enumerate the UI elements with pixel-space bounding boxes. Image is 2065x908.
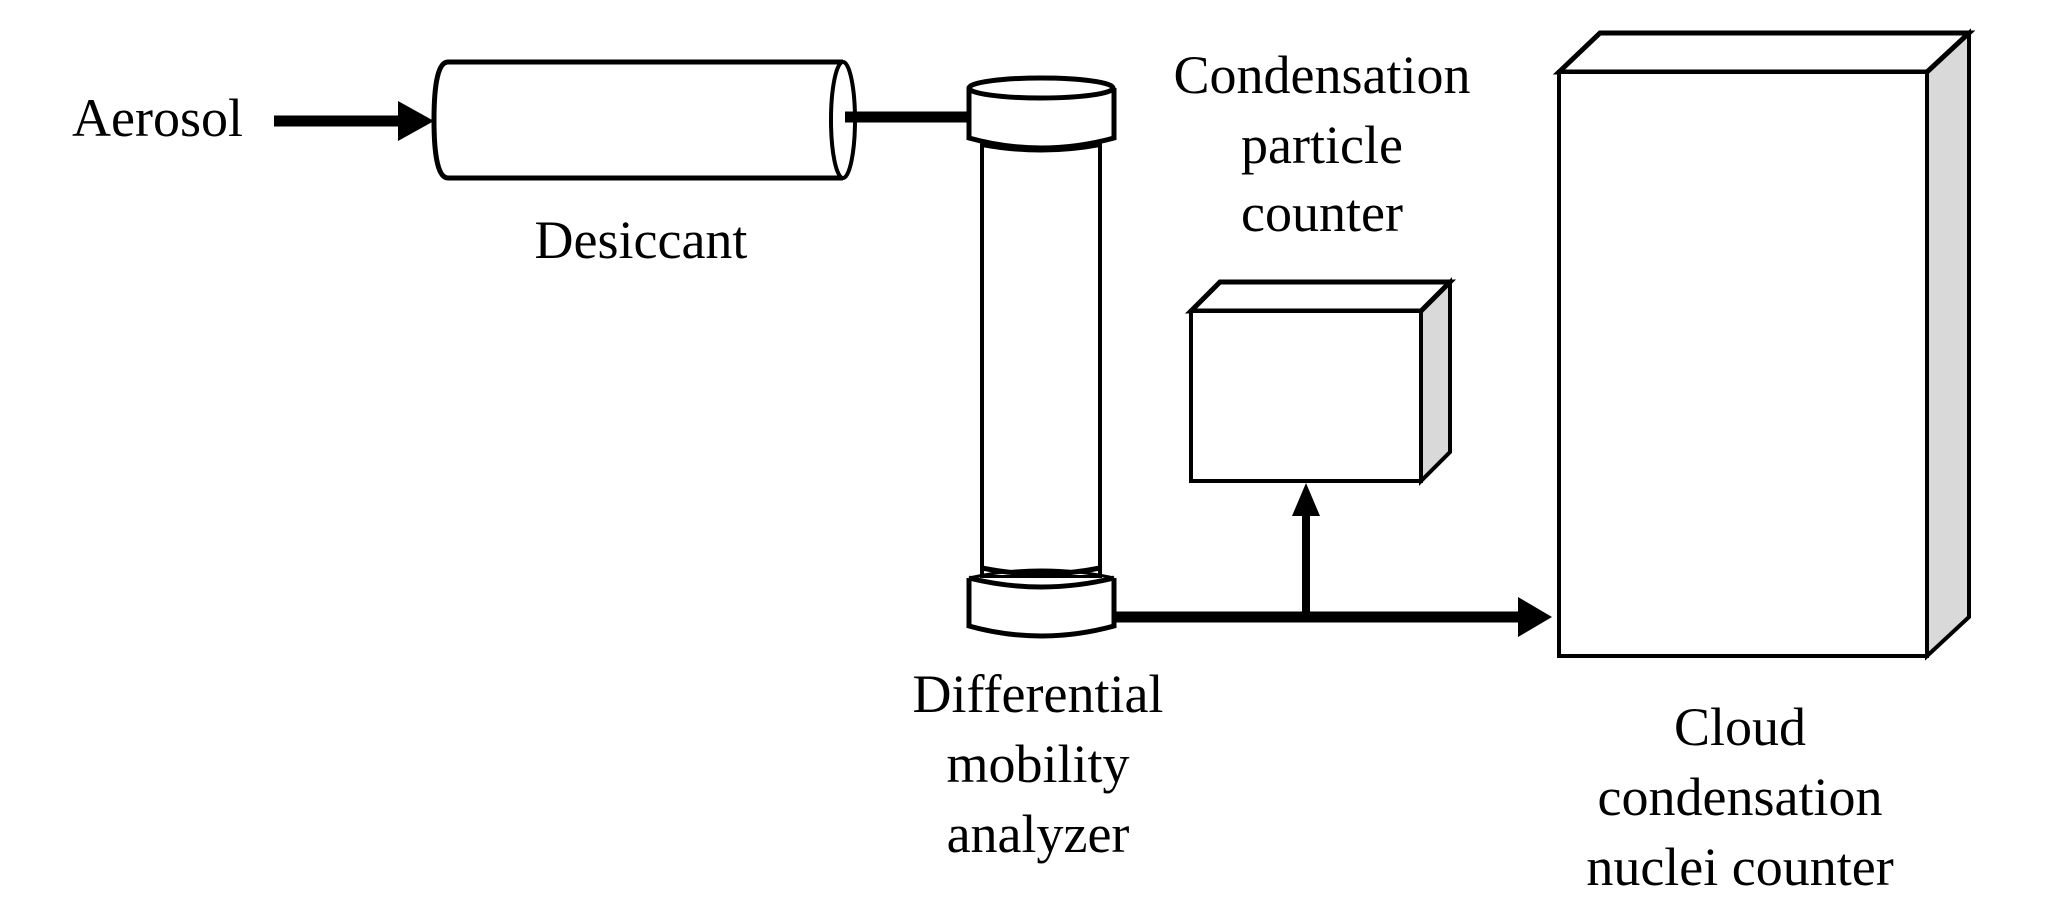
arrow-dma-to-cpc — [1292, 483, 1320, 617]
ccnc-label-line-2: condensation — [1598, 767, 1883, 827]
cpc-box — [1184, 277, 1457, 486]
arrow-aerosol-to-desiccant — [274, 101, 434, 141]
dma-label-line-2: mobility — [946, 734, 1129, 794]
ccnc-box — [1552, 28, 1976, 661]
cpc-label: Condensation particle counter — [1174, 45, 1471, 243]
ccnc-label-line-1: Cloud — [1674, 697, 1806, 757]
cpc-label-line-3: counter — [1241, 183, 1403, 243]
cpc-label-line-1: Condensation — [1174, 45, 1471, 105]
desiccant-cylinder — [431, 59, 857, 181]
aerosol-label: Aerosol — [72, 88, 243, 148]
dma-label-line-3: analyzer — [947, 804, 1130, 864]
desiccant-label: Desiccant — [535, 210, 748, 270]
dma-column — [966, 75, 1117, 639]
ccnc-label-line-3: nuclei counter — [1586, 837, 1893, 897]
ccnc-label: Cloud condensation nuclei counter — [1586, 697, 1893, 897]
dma-label: Differential mobility analyzer — [913, 664, 1164, 864]
dma-label-line-1: Differential — [913, 664, 1164, 724]
cpc-label-line-2: particle — [1241, 115, 1403, 175]
arrow-dma-to-ccnc — [1114, 597, 1552, 637]
